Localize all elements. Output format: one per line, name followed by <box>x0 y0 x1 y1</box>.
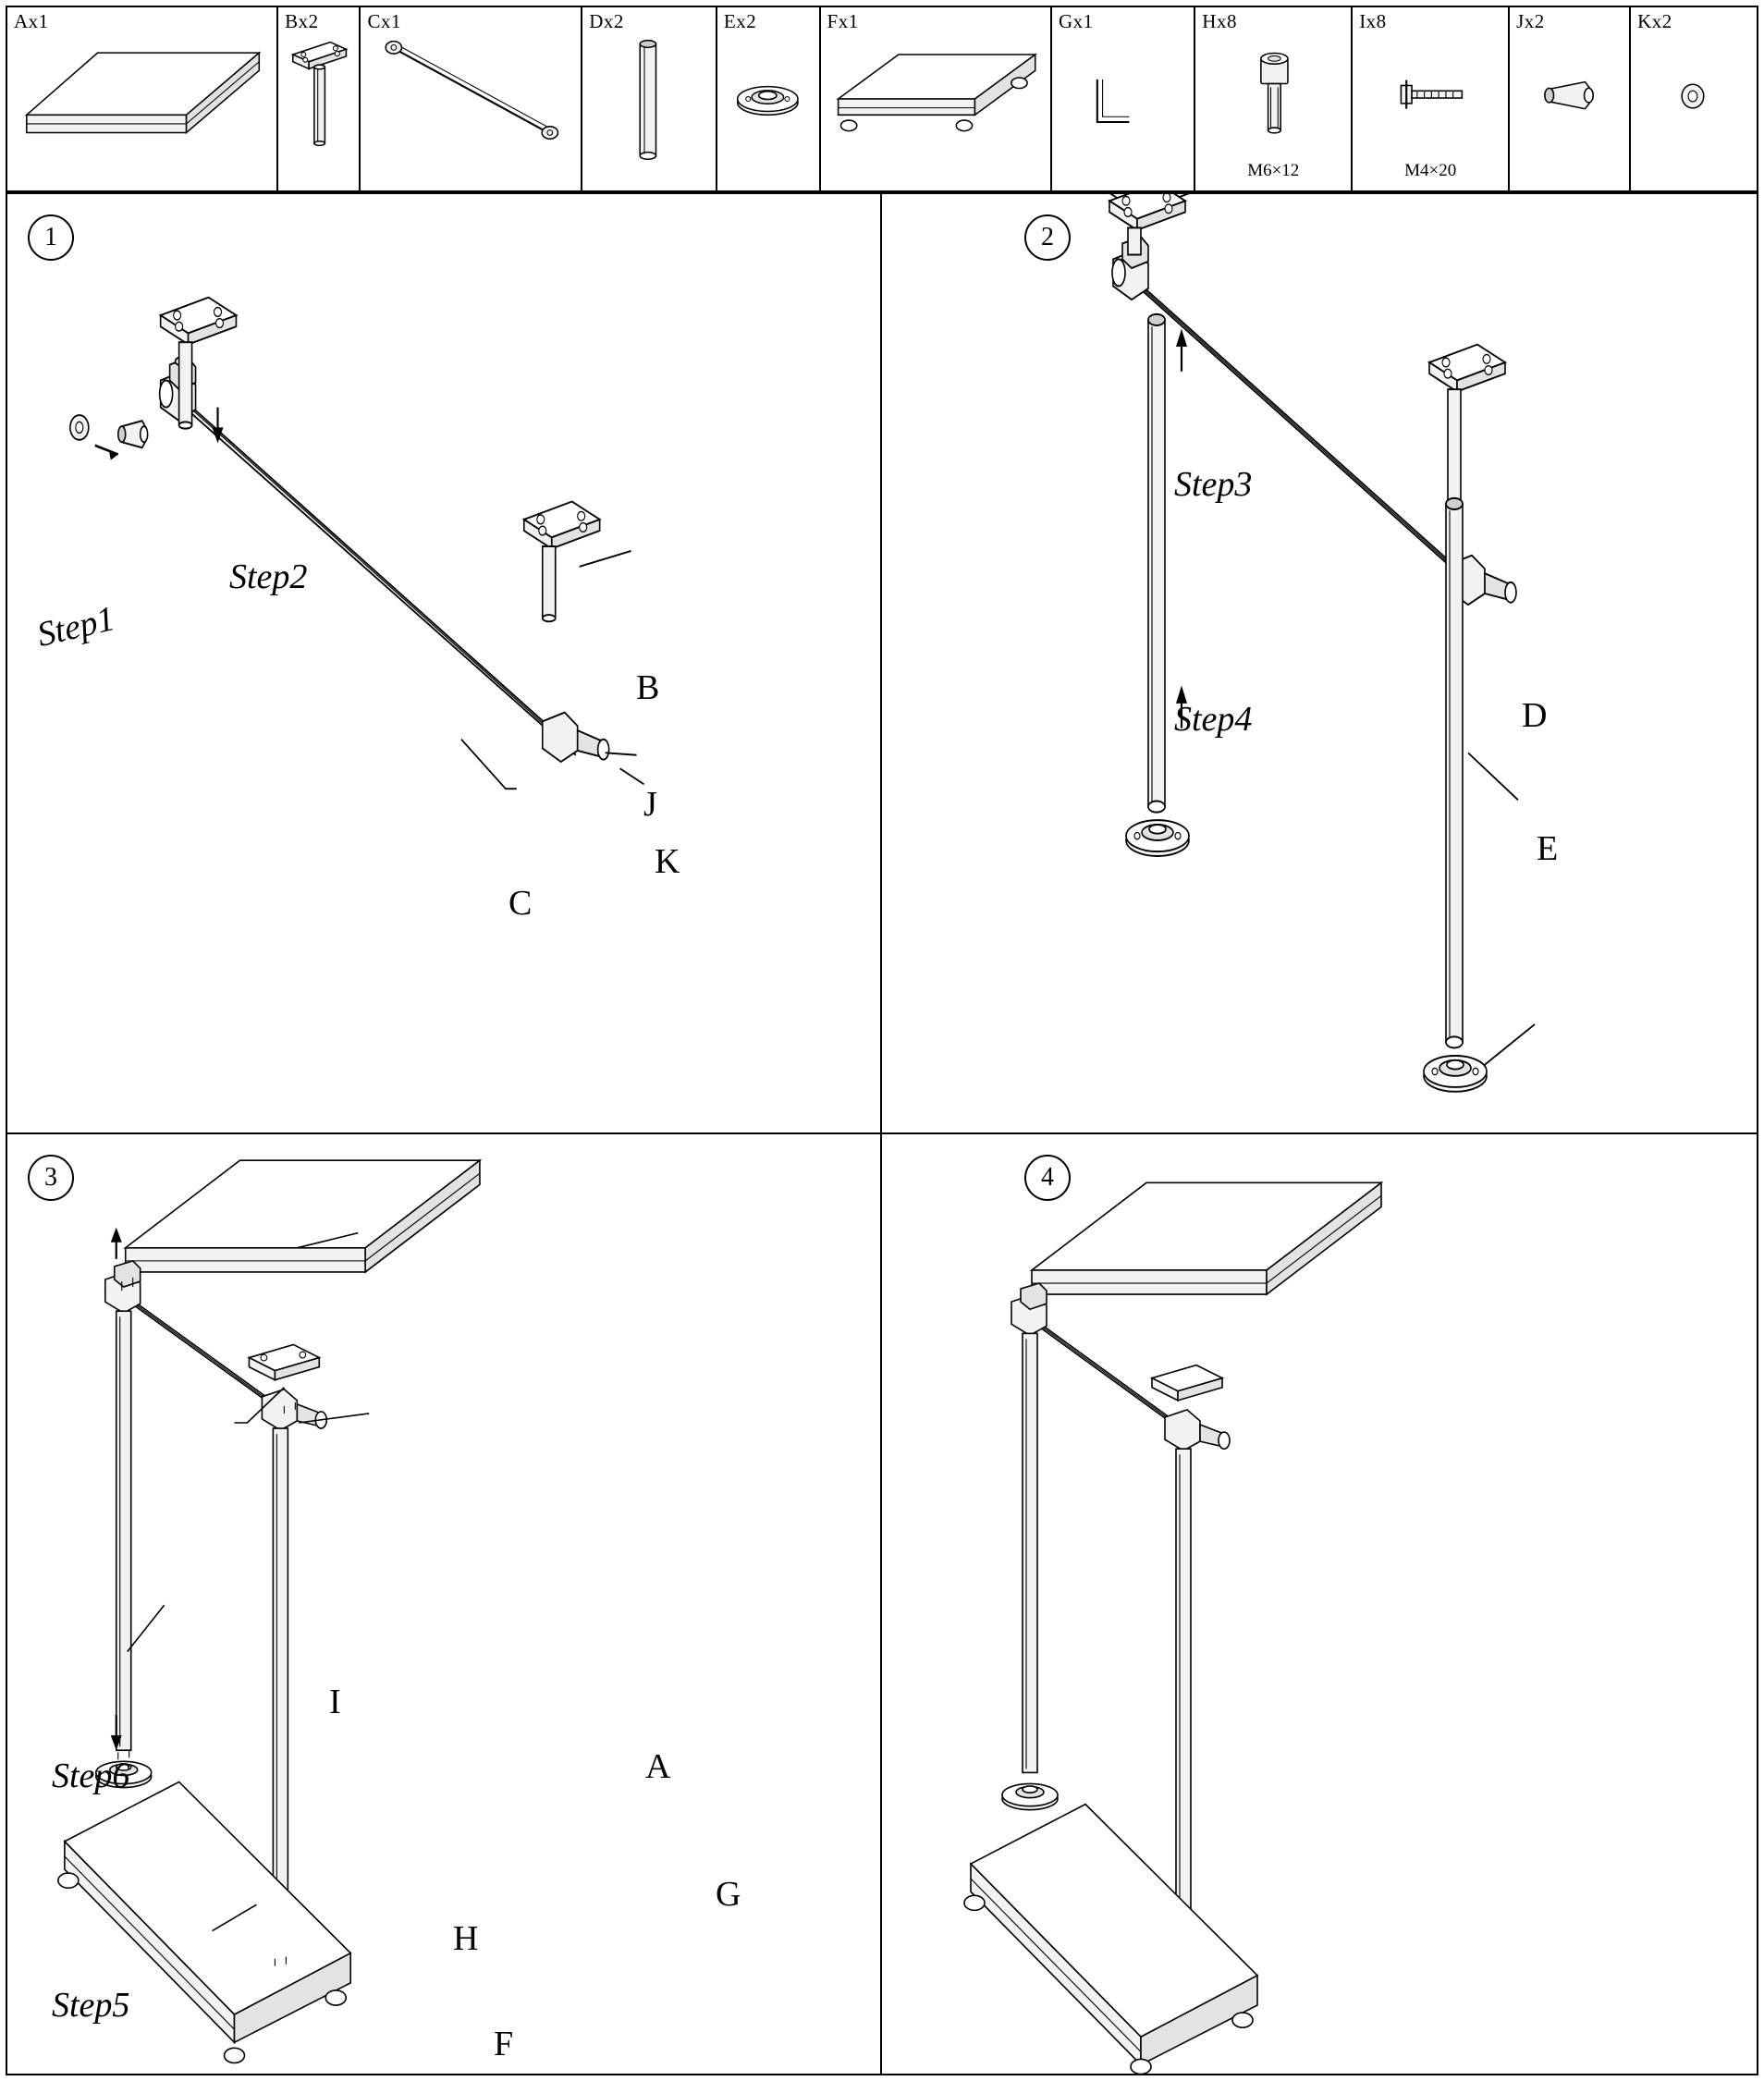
step-label-step5: Step5 <box>52 1985 130 2025</box>
part-code-J: Jx2 <box>1516 10 1545 32</box>
step-label-partC: C <box>508 884 533 923</box>
part-code-G: Gx1 <box>1058 10 1094 32</box>
part-code-A: Ax1 <box>14 10 49 32</box>
step-panel-2: 2 <box>882 194 1757 1134</box>
part-cell-E: Ex2 <box>717 7 821 190</box>
step-number-1: 1 <box>28 214 74 261</box>
step-label-partB: B <box>636 668 660 707</box>
step-label-step4: Step4 <box>1174 700 1253 739</box>
part-code-E: Ex2 <box>723 10 757 32</box>
part-code-H: Hx8 <box>1202 10 1237 32</box>
step-label-partA: A <box>645 1746 671 1786</box>
part-code-B: Bx2 <box>285 10 319 32</box>
steps-grid: 1 <box>6 192 1758 2075</box>
part-code-I: Ix8 <box>1359 10 1387 32</box>
step-label-step2: Step2 <box>229 557 308 596</box>
part-icon-round-floor-flange <box>717 33 819 166</box>
part-cell-F: Fx1 <box>821 7 1052 190</box>
part-code-D: Dx2 <box>589 10 624 32</box>
part-cell-J: Jx2 <box>1510 7 1632 190</box>
part-code-C: Cx1 <box>367 10 401 32</box>
part-icon-hex-socket-bolt <box>1195 33 1351 166</box>
part-spec-H: M6×12 <box>1247 161 1300 180</box>
step-label-partH: H <box>453 1918 479 1958</box>
part-code-K: Kx2 <box>1637 10 1672 32</box>
part-icon-small-nut <box>1631 33 1757 166</box>
part-icon-flat-head-screw <box>1353 33 1508 166</box>
step-number-3: 3 <box>28 1154 74 1201</box>
step-label-partD: D <box>1522 696 1548 735</box>
step-label-partI: I <box>329 1682 341 1721</box>
step-panel-3: 3 <box>7 1133 882 2074</box>
step-label-partG: G <box>716 1874 741 1914</box>
step-number-4: 4 <box>1024 1154 1071 1201</box>
step-label-step3: Step3 <box>1174 465 1253 504</box>
part-cell-A: Ax1 <box>7 7 279 190</box>
part-code-F: Fx1 <box>827 10 859 32</box>
part-icon-long-rod <box>361 33 581 166</box>
part-icon-panel-board-with-casters <box>821 33 1050 166</box>
part-cell-I: Ix8 M4×20 <box>1353 7 1511 190</box>
step-number-2: 2 <box>1024 214 1071 261</box>
part-cell-B: Bx2 <box>278 7 361 190</box>
part-icon-short-connector-sleeve <box>1510 33 1629 166</box>
parts-list: Ax1 Bx2 <box>6 6 1758 192</box>
part-icon-vertical-pipe <box>582 33 716 166</box>
part-icon-allen-key <box>1052 33 1194 166</box>
part-cell-C: Cx1 <box>361 7 583 190</box>
part-cell-H: Hx8 M6×12 <box>1195 7 1354 190</box>
step-label-partK: K <box>655 842 680 881</box>
part-spec-I: M4×20 <box>1404 161 1457 180</box>
part-cell-D: Dx2 <box>582 7 717 190</box>
part-icon-flange-post-short <box>278 33 359 166</box>
step-label-partJ: J <box>643 785 657 824</box>
step-panel-1: 1 <box>7 194 882 1134</box>
part-cell-K: Kx2 <box>1631 7 1757 190</box>
step-panel-4: 4 <box>882 1134 1757 2074</box>
step-label-partF: F <box>494 2024 514 2063</box>
part-cell-G: Gx1 <box>1052 7 1196 190</box>
part-icon-panel-board-thick <box>7 33 276 166</box>
step-label-partE: E <box>1537 829 1559 868</box>
step-label-step6: Step6 <box>52 1756 130 1795</box>
